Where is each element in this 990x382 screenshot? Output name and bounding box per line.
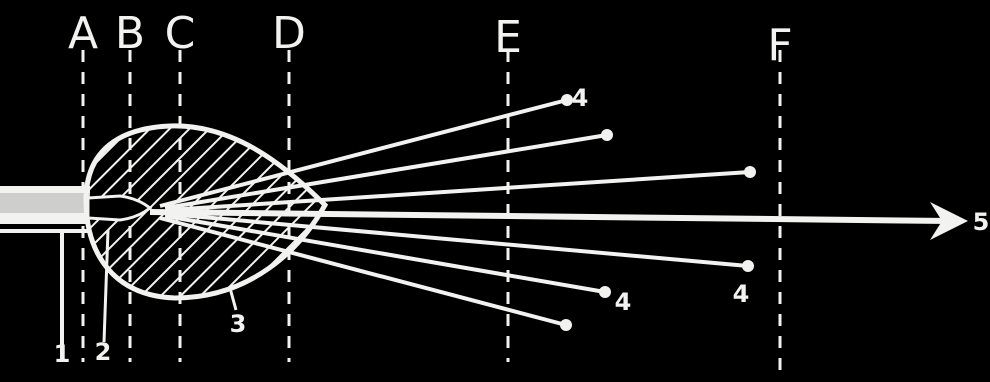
barrel	[0, 186, 90, 360]
plane-label-c: C	[165, 8, 196, 59]
fragment-dot	[599, 286, 611, 298]
plane-label-e: E	[494, 12, 522, 63]
fragment-dot	[560, 319, 572, 331]
fragment-dot	[744, 166, 756, 178]
plane-label-a: A	[68, 8, 98, 59]
callout-4-right: 4	[733, 280, 750, 308]
fragment-dots	[560, 94, 756, 331]
callout-3: 3	[230, 310, 247, 338]
callout-4-upper: 4	[572, 84, 589, 112]
callout-5: 5	[973, 208, 990, 236]
callout-3-leader	[230, 288, 236, 310]
plane-label-f: F	[767, 20, 792, 71]
plane-label-b: B	[115, 8, 145, 59]
plane-label-d: D	[272, 8, 306, 59]
fragment-dot	[601, 129, 613, 141]
fragment-dot	[742, 260, 754, 272]
callout-4-lower: 4	[615, 288, 632, 316]
callout-2: 2	[95, 338, 112, 366]
callout-1: 1	[54, 340, 71, 368]
